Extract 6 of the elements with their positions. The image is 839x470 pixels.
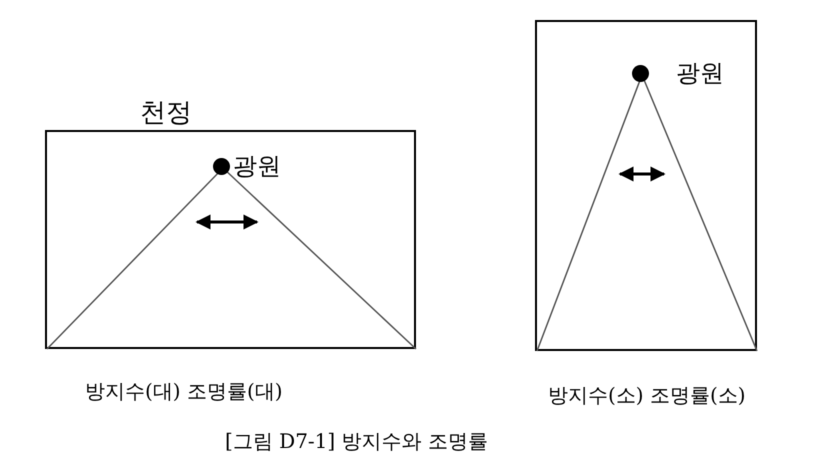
room-caption: 방지수(소) 조명률(소) bbox=[548, 382, 746, 408]
light-source-label: 광원 bbox=[676, 58, 724, 89]
light-source-label: 광원 bbox=[233, 151, 281, 182]
figure-caption: [그림 D7-1] 방지수와 조명률 bbox=[225, 428, 488, 454]
room-caption: 방지수(대) 조명률(대) bbox=[85, 378, 283, 404]
ceiling-label: 천정 bbox=[140, 98, 192, 128]
